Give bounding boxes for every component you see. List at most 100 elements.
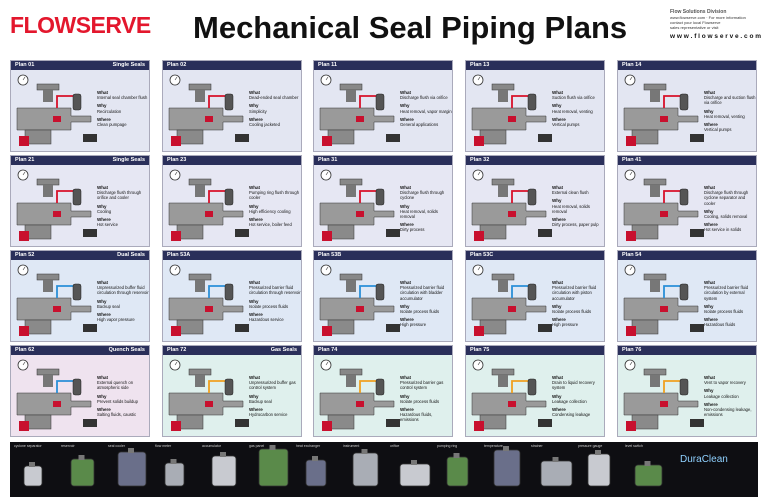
plan-number: Plan 32 bbox=[470, 157, 490, 163]
detail-text: Discharge flush via orifice bbox=[400, 95, 448, 101]
plan-category: Quench Seals bbox=[108, 347, 145, 353]
detail-label: Why bbox=[400, 203, 410, 209]
plan-number: Plan 75 bbox=[470, 347, 490, 353]
detail-label: What bbox=[552, 375, 563, 380]
product-image bbox=[633, 461, 666, 493]
detail-text: High pressure bbox=[400, 322, 427, 328]
detail-label: What bbox=[704, 375, 715, 380]
detail-text: External quench on atmospheric side bbox=[97, 380, 134, 391]
website-link[interactable]: w w w . f l o w s e r v e . c o m bbox=[670, 33, 762, 40]
product-image bbox=[22, 462, 46, 493]
division-line: sales representative or visit bbox=[670, 25, 719, 30]
detail-label: Where bbox=[249, 217, 263, 223]
detail-label: Where bbox=[552, 116, 566, 122]
detail-text: Isolate process fluids bbox=[400, 398, 440, 404]
plan-header: Plan 02 bbox=[163, 61, 301, 70]
detail-text: Vent to vapor recovery bbox=[704, 380, 746, 386]
plan-header: Plan 54 bbox=[618, 251, 756, 260]
detail-label: Why bbox=[249, 203, 259, 209]
detail-text: Drain to liquid recovery system bbox=[552, 380, 595, 391]
detail-text: Discharge flush through cyclone bbox=[400, 190, 445, 201]
plan-header: Plan 11 bbox=[314, 61, 452, 70]
plan-header: Plan 53A bbox=[163, 251, 301, 260]
detail-text: Isolate process fluids bbox=[400, 309, 440, 315]
detail-label: What bbox=[249, 280, 260, 285]
detail-label: Where bbox=[400, 407, 414, 413]
product-icon bbox=[540, 457, 573, 487]
product-label: seal cooler bbox=[108, 444, 125, 448]
product-icon bbox=[117, 448, 147, 487]
detail-label: Where bbox=[97, 312, 111, 318]
product-image bbox=[304, 456, 330, 493]
detail-text: Discharge flush through orifice and cool… bbox=[97, 190, 142, 201]
plan-number: Plan 23 bbox=[167, 157, 187, 163]
detail-label: Why bbox=[249, 393, 259, 399]
detail-text: Salting fluids, caustic bbox=[97, 412, 137, 418]
detail-label: Why bbox=[704, 208, 714, 214]
duraclean-logo: DuraClean bbox=[680, 454, 728, 465]
seal-diagram-icon bbox=[168, 264, 249, 336]
detail-label: Why bbox=[97, 203, 107, 209]
seal-diagram-icon bbox=[471, 74, 552, 146]
detail-text: Dirty process bbox=[400, 227, 425, 233]
seal-diagram-icon bbox=[168, 74, 249, 146]
detail-text: Dead-ended seal chamber bbox=[249, 95, 299, 101]
detail-text: Backup seal bbox=[249, 398, 272, 404]
detail-text: Isolate process fluids bbox=[552, 309, 592, 315]
plan-number: Plan 62 bbox=[15, 347, 35, 353]
detail-text: Unpressurized buffer fluid circulation t… bbox=[97, 285, 149, 296]
detail-text: Vertical pumps bbox=[704, 127, 732, 133]
plan-category: Gas Seals bbox=[270, 347, 297, 353]
product-label: instrument bbox=[343, 444, 360, 448]
product-image bbox=[210, 452, 240, 493]
